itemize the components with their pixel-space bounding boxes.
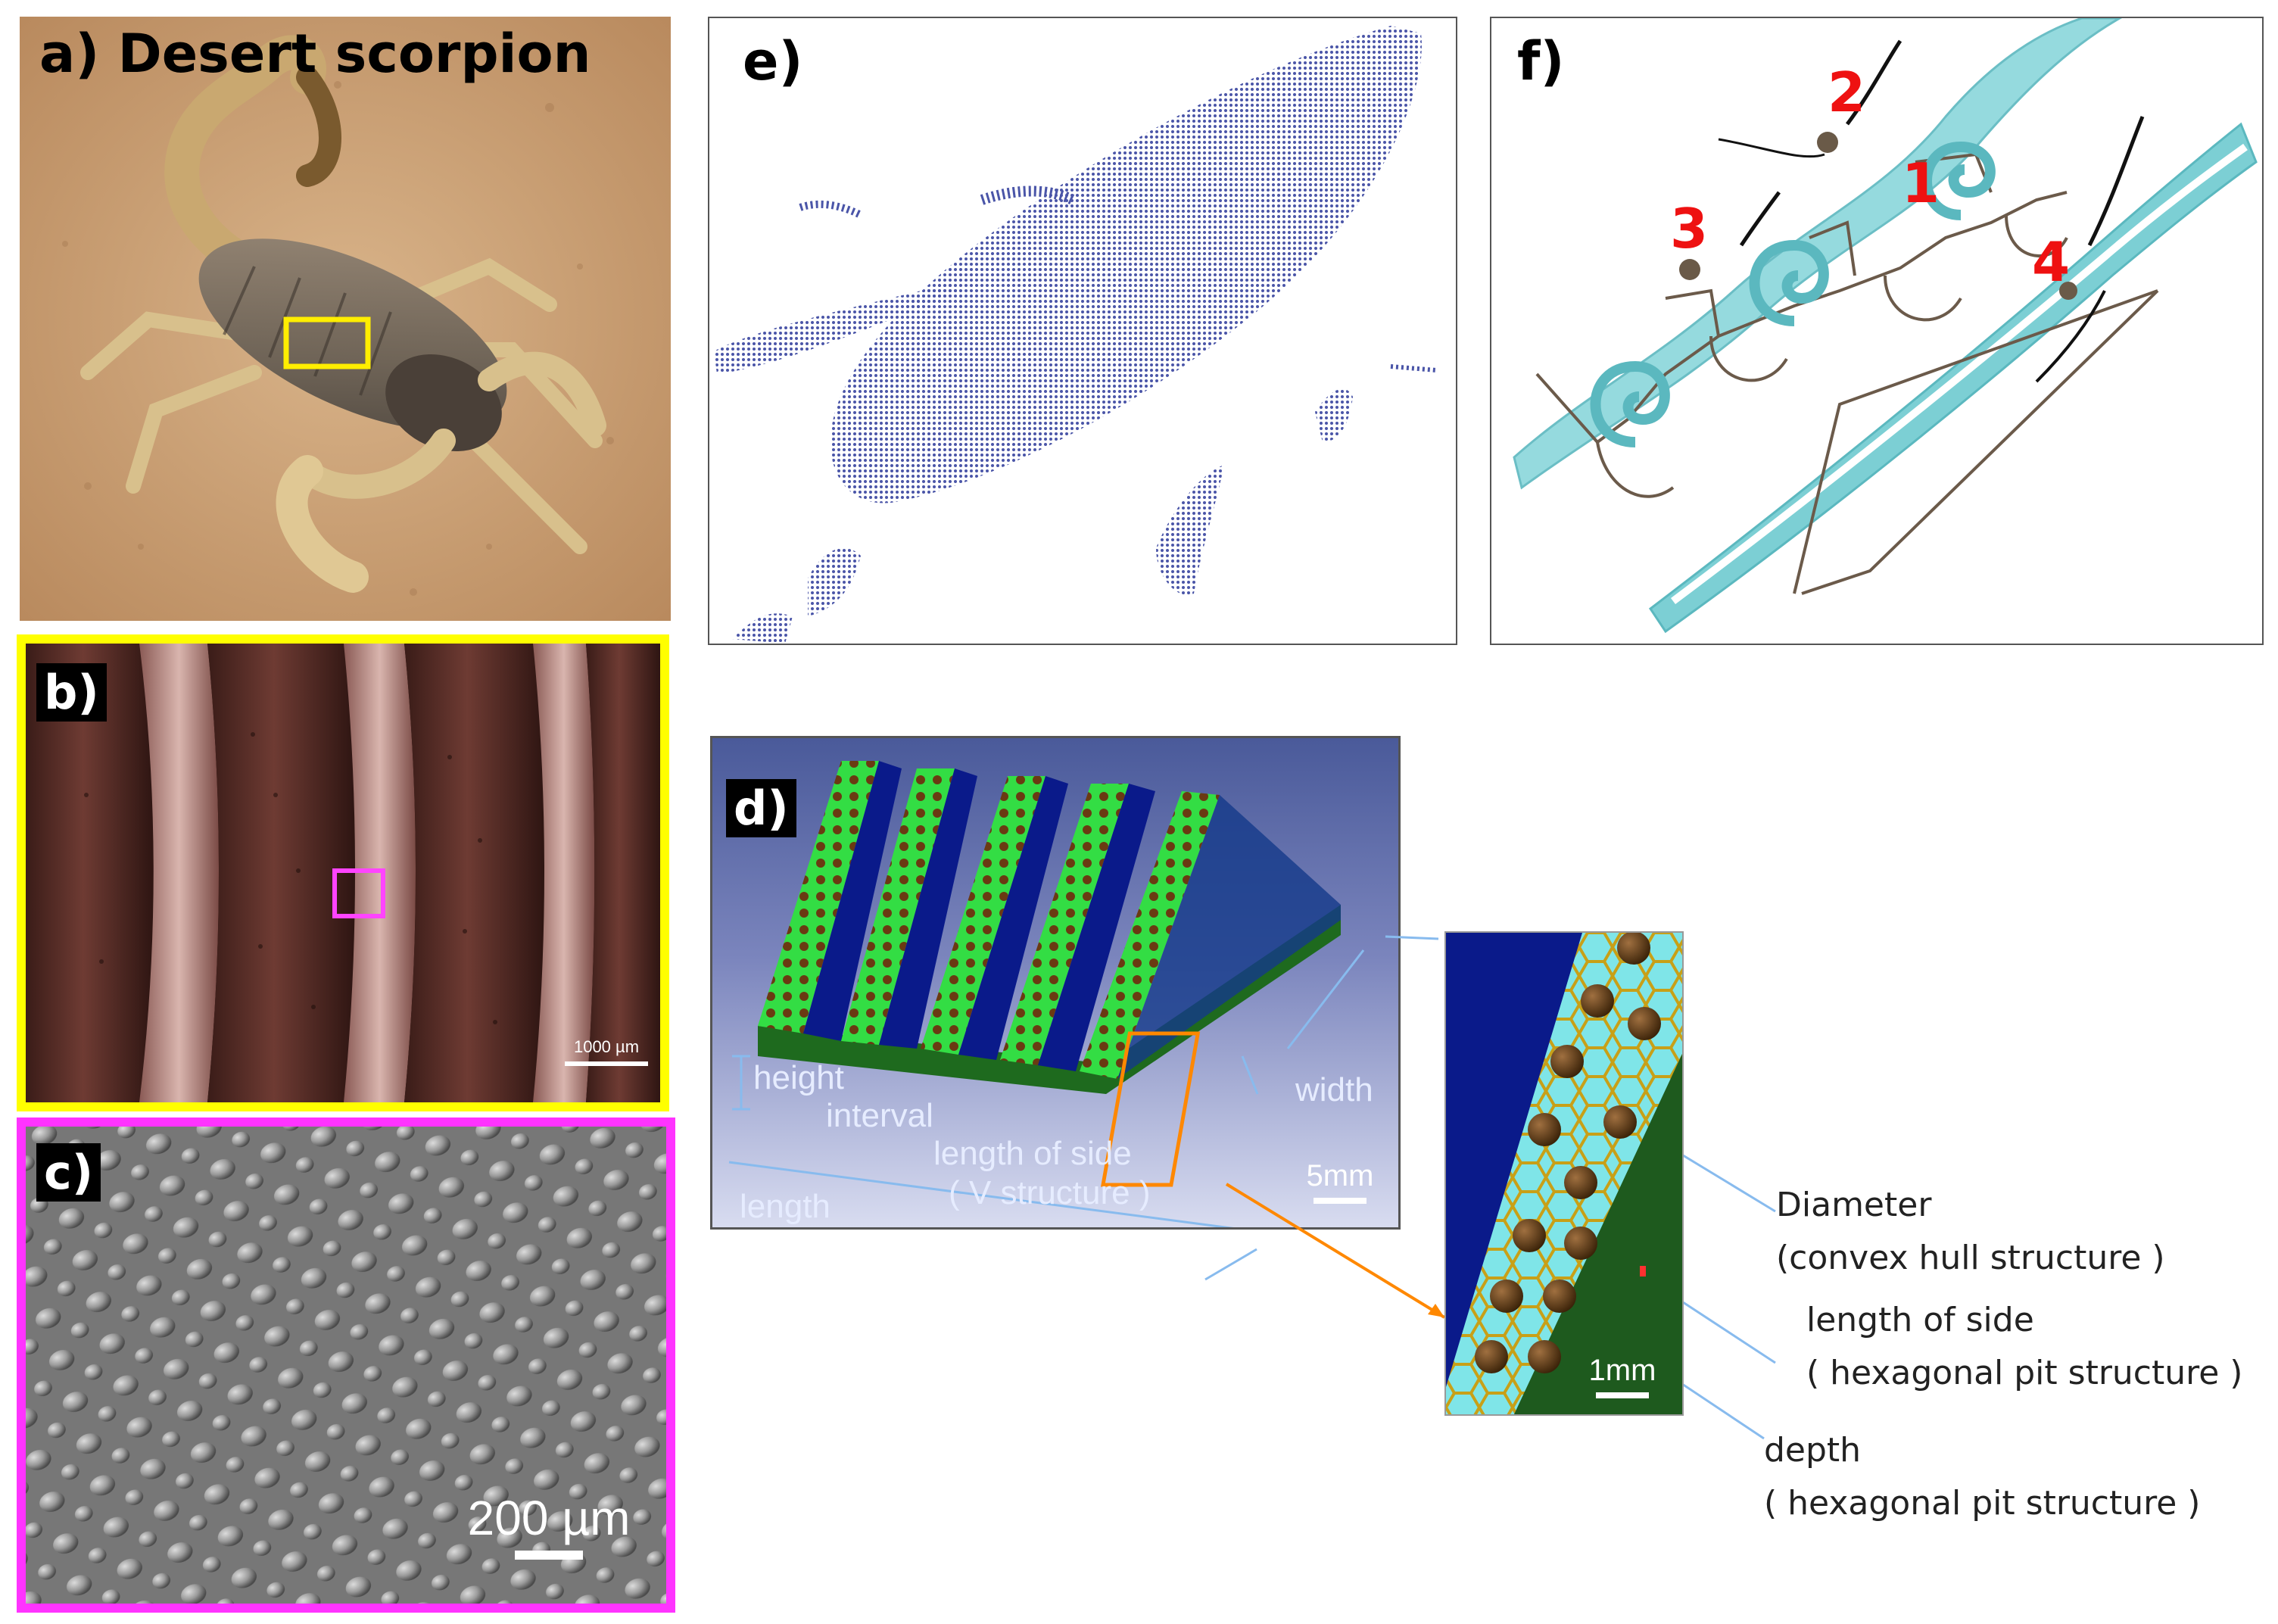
callout-diameter: Diameter (1776, 1186, 1932, 1224)
hex-pit-zoom-illustration (1446, 933, 1682, 1414)
scale-bar-1mm: 1mm (1581, 1354, 1664, 1398)
panel-f-label: f) (1517, 30, 1565, 92)
cuticle-segments-illustration (26, 644, 660, 1102)
panel-d-v-structure-model: d) height interval length of side ( V st… (710, 736, 1401, 1230)
marker-1: 1 (1902, 151, 1940, 215)
scale-bar-label: 200 µm (467, 1491, 631, 1545)
panel-c-label: c) (36, 1143, 101, 1202)
scale-bar-1000um: 1000 µm (565, 1037, 648, 1066)
region-highlight-box (283, 316, 371, 369)
callout-depth: depth (1764, 1431, 1862, 1470)
scale-bar-label: 5mm (1306, 1159, 1374, 1192)
callout-side-sub: ( hexagonal pit structure ) (1806, 1354, 2243, 1392)
panel-b-label: b) (36, 663, 107, 722)
scorpion-illustration (20, 17, 671, 621)
panel-e-point-cloud: e) (708, 17, 1457, 645)
magnified-region-box (332, 868, 385, 918)
label-length-of-side: length of side (933, 1135, 1132, 1172)
scale-bar-label: 1000 µm (573, 1037, 640, 1056)
panel-f-schematic: f) 2 1 3 4 (1490, 17, 2264, 645)
label-height: height (753, 1059, 844, 1096)
panel-a-label: a) Desert scorpion (39, 23, 591, 85)
panel-e-label: e) (743, 30, 803, 92)
callout-side: length of side (1806, 1301, 2034, 1339)
label-length: length (740, 1188, 830, 1225)
scale-bar-label: 1mm (1588, 1354, 1656, 1387)
label-v-structure: ( V structure ) (949, 1174, 1151, 1211)
panel-b-cuticle-photo: b) 1000 µm (17, 634, 669, 1111)
marker-2: 2 (1828, 61, 1866, 124)
panel-a-scorpion-photo: a) Desert scorpion (20, 17, 671, 621)
label-width: width (1295, 1071, 1373, 1108)
scale-bar-5mm: 5mm (1298, 1159, 1382, 1204)
scale-bar-200um: 200 µm (447, 1490, 651, 1560)
zoom-inset-hexagonal-pits: 1mm (1444, 931, 1684, 1416)
callout-diameter-sub: (convex hull structure ) (1776, 1239, 2165, 1277)
marker-4: 4 (2032, 230, 2071, 294)
marker-3: 3 (1670, 197, 1709, 260)
panel-d-label: d) (726, 779, 796, 837)
point-cloud-illustration (714, 26, 1437, 644)
callout-depth-sub: ( hexagonal pit structure ) (1764, 1484, 2201, 1523)
droplet-transport-schematic (1513, 18, 2258, 634)
panel-c-sem-image: c) 200 µm (17, 1117, 675, 1613)
v-groove-model-illustration (728, 761, 1365, 1227)
sem-granules-illustration (26, 1127, 666, 1604)
label-interval: interval (826, 1097, 933, 1134)
